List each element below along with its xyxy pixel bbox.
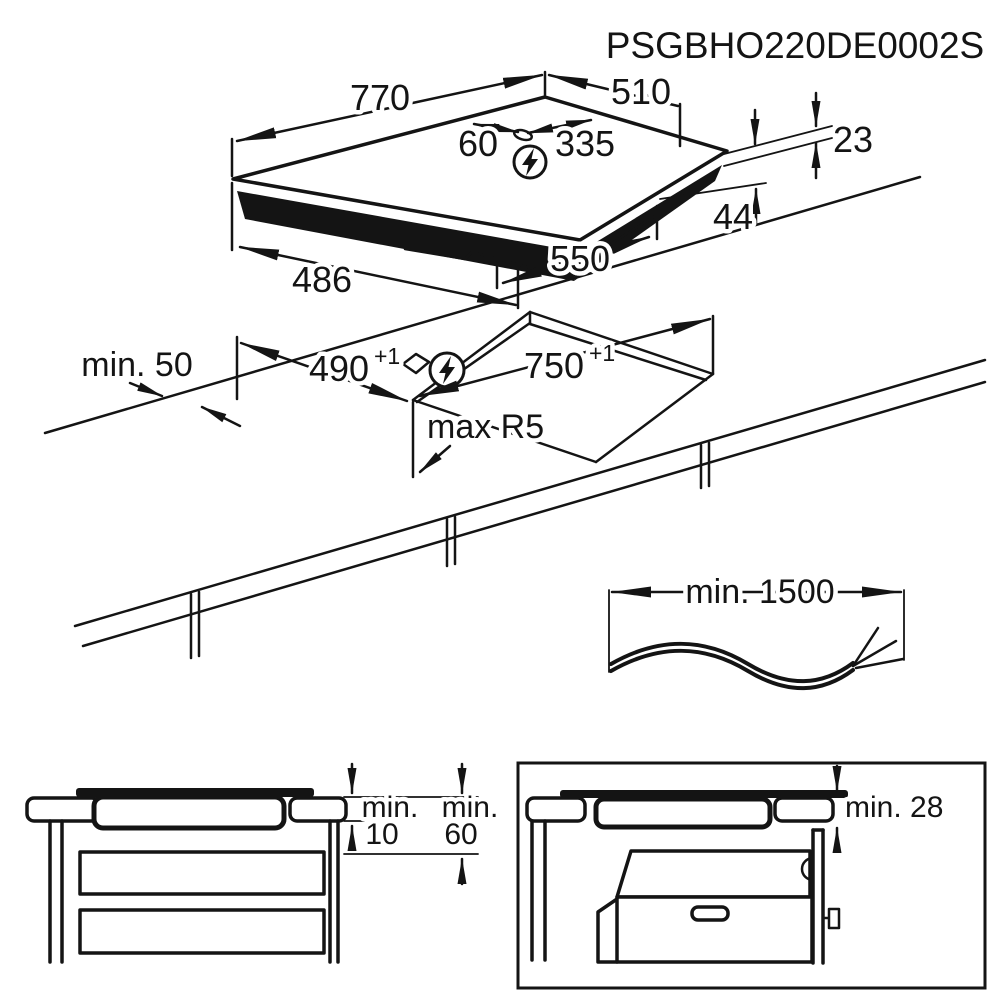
mains-cable-icon <box>609 626 905 691</box>
worktop-right-section <box>773 796 835 823</box>
hob-body-section <box>91 794 287 831</box>
hob-glass-section <box>560 790 848 798</box>
hob-body-section <box>593 796 773 830</box>
product-code-title: PSGBHO220DE0002S <box>606 25 984 66</box>
worktop-front-edge-bottom <box>81 380 987 648</box>
hob-width-dimension: 770 <box>230 70 547 178</box>
cutout-depth-value: 490 <box>309 348 369 389</box>
clearance-dimensions: min. 10 min. 60 <box>343 762 503 886</box>
hob-glass-section <box>76 788 314 797</box>
cutout-width-value: 750 <box>524 345 584 386</box>
cable-hole-distance-value: 335 <box>555 123 615 164</box>
worktop-right-section <box>288 796 348 823</box>
corner-radius-leader <box>418 444 452 474</box>
oven-gap-value: min. 28 <box>845 791 943 824</box>
hob-width-value: 770 <box>350 77 410 118</box>
partition-panel <box>800 828 841 965</box>
oven-gap-dimension: min. 28 <box>832 764 948 853</box>
oven-clearance-view: min. 28 <box>516 761 987 990</box>
cutout-depth-tolerance: +1 <box>374 343 400 369</box>
cutout-width-dimension: 750 +1 <box>418 317 712 398</box>
installation-depth-dimension: 44 <box>659 182 767 242</box>
body-width-value: 550 <box>550 238 610 279</box>
drawer-front-lower <box>78 908 326 955</box>
rim-height-value: 23 <box>833 119 873 160</box>
cable-hole-offset-value: 60 <box>458 123 498 164</box>
cable-hole-position-dimensions: 60 335 <box>453 119 619 169</box>
min-label-2: min. <box>442 791 499 824</box>
cable-hole-cutout <box>401 352 431 375</box>
hob-depth-dimension: 510 <box>547 67 682 148</box>
table-legs <box>189 441 711 660</box>
mains-cable-view: min. 1500 <box>608 569 905 691</box>
hob-depth-value: 510 <box>611 71 671 112</box>
installation-depth-value: 44 <box>713 196 753 237</box>
drawer-front-upper <box>78 850 326 896</box>
body-width-dimension: 550 <box>495 204 659 290</box>
cable-length-value: min. 1500 <box>685 573 834 611</box>
worktop-left-section <box>25 796 101 823</box>
worktop-cutout-view: min. 50 490 +1 750 +1 max R5 <box>43 175 987 660</box>
hob-isometric-view: 770 510 60 335 23 44 <box>230 67 878 310</box>
cabinet-side-panel <box>530 819 547 962</box>
electric-connection-icon <box>428 351 466 389</box>
drawer-gap-value: 60 <box>444 818 477 851</box>
min-label-1: min. <box>362 791 419 824</box>
cable-grommet <box>800 856 815 882</box>
view-border <box>516 761 987 990</box>
body-depth-value: 486 <box>292 259 352 300</box>
fixing-screw <box>827 907 841 930</box>
electric-connection-icon <box>512 144 548 180</box>
body-depth-dimension: 486 <box>230 181 520 310</box>
worktop-left-section <box>525 796 587 823</box>
oven-handle <box>690 905 730 922</box>
cutout-width-tolerance: +1 <box>589 340 615 366</box>
hob-gap-value: 10 <box>365 818 398 851</box>
cabinet-side-panels <box>48 819 340 964</box>
wall-clearance-leader-2 <box>200 405 242 428</box>
cutout-depth-dimension: 490 +1 <box>235 335 409 403</box>
worktop-front-edge-top <box>73 358 987 628</box>
oven-icon <box>596 849 814 964</box>
wall-clearance-label: min. 50 <box>81 346 193 384</box>
rim-height-dimension: 23 <box>723 91 878 180</box>
wall-clearance-leader <box>128 381 164 398</box>
corner-radius-label: max R5 <box>427 408 544 446</box>
drawer-clearance-view: min. 10 min. 60 <box>25 762 503 964</box>
